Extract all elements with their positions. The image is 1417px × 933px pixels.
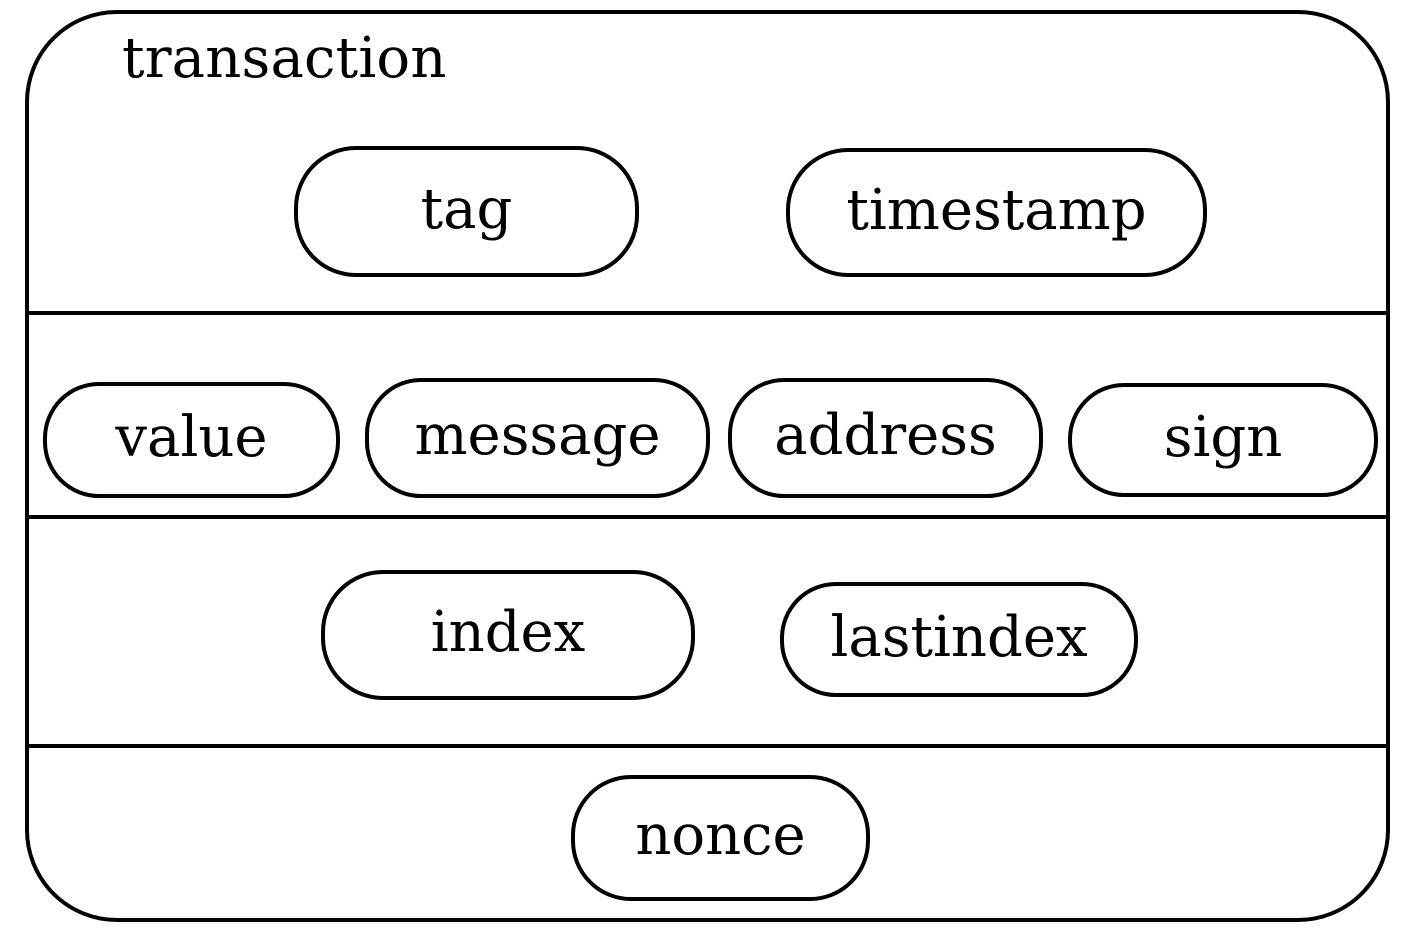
node-timestamp-label: timestamp <box>846 177 1147 243</box>
transaction-container <box>25 10 1390 922</box>
node-message[interactable]: message <box>365 378 710 498</box>
node-index-label: index <box>430 600 586 665</box>
node-tag[interactable]: tag <box>294 146 639 277</box>
row-divider-3 <box>27 744 1388 748</box>
node-nonce[interactable]: nonce <box>571 775 870 901</box>
node-address[interactable]: address <box>728 378 1043 498</box>
node-lastindex[interactable]: lastindex <box>780 582 1138 697</box>
node-value-label: value <box>115 405 268 470</box>
row-divider-1 <box>27 311 1388 315</box>
node-nonce-label: nonce <box>635 803 806 868</box>
node-lastindex-label: lastindex <box>830 604 1088 670</box>
node-sign-label: sign <box>1163 405 1283 470</box>
node-sign[interactable]: sign <box>1068 383 1378 497</box>
row-divider-2 <box>27 515 1388 519</box>
node-message-label: message <box>414 403 661 468</box>
node-index[interactable]: index <box>321 570 695 700</box>
node-tag-label: tag <box>420 176 513 242</box>
node-value[interactable]: value <box>43 382 340 498</box>
node-address-label: address <box>774 403 997 468</box>
node-timestamp[interactable]: timestamp <box>786 148 1207 277</box>
transaction-title: transaction <box>122 26 447 91</box>
